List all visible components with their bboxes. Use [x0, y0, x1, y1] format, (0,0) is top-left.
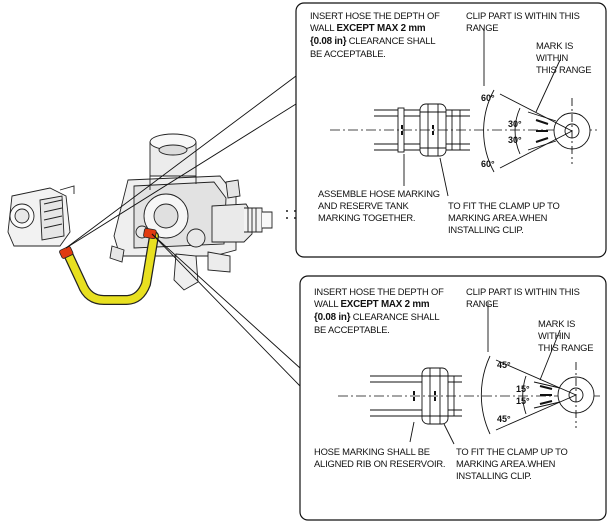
- bottom-angle-inner-top: 15°: [516, 384, 530, 394]
- bottom-hose-marking-note: HOSE MARKING SHALL BE ALIGNED RIB ON RES…: [314, 446, 446, 469]
- bottom-mark-range-note: MARK IS WITHIN THIS RANGE: [538, 318, 594, 353]
- top-clip-range-note: CLIP PART IS WITHIN THIS RANGE: [466, 10, 580, 33]
- rod-marks: [286, 210, 296, 219]
- brake-assembly-illustration: [7, 133, 273, 291]
- hose-clips: [59, 227, 157, 259]
- bottom-insert-hose-note: INSERT HOSE THE DEPTH OF WALL EXCEPT MAX…: [314, 286, 444, 335]
- top-insert-hose-note: INSERT HOSE THE DEPTH OF WALL EXCEPT MAX…: [310, 10, 440, 59]
- callout-leader-lines: [65, 75, 301, 387]
- top-callout-panel: [295, 2, 607, 258]
- bottom-callout-panel: [299, 275, 607, 521]
- bottom-angle-inner-bottom: 15°: [516, 396, 530, 406]
- top-mark-range-note: MARK IS WITHIN THIS RANGE: [536, 40, 592, 75]
- top-angle-inner-top: 30°: [508, 119, 522, 129]
- bottom-fit-clamp-note: TO FIT THE CLAMP UP TO MARKING AREA.WHEN…: [456, 446, 568, 481]
- bottom-clip-range-note: CLIP PART IS WITHIN THIS RANGE: [466, 286, 580, 309]
- bottom-angle-outer-top: 45°: [497, 360, 511, 370]
- top-angle-outer-bottom: 60°: [481, 159, 495, 169]
- top-angle-outer-top: 60°: [481, 93, 495, 103]
- top-angle-inner-bottom: 30°: [508, 135, 522, 145]
- top-fit-clamp-note: TO FIT THE CLAMP UP TO MARKING AREA.WHEN…: [448, 200, 560, 235]
- bottom-angle-outer-bottom: 45°: [497, 414, 511, 424]
- top-assemble-hose-note: ASSEMBLE HOSE MARKING AND RESERVE TANK M…: [318, 188, 440, 223]
- reservoir-hose: [63, 231, 159, 305]
